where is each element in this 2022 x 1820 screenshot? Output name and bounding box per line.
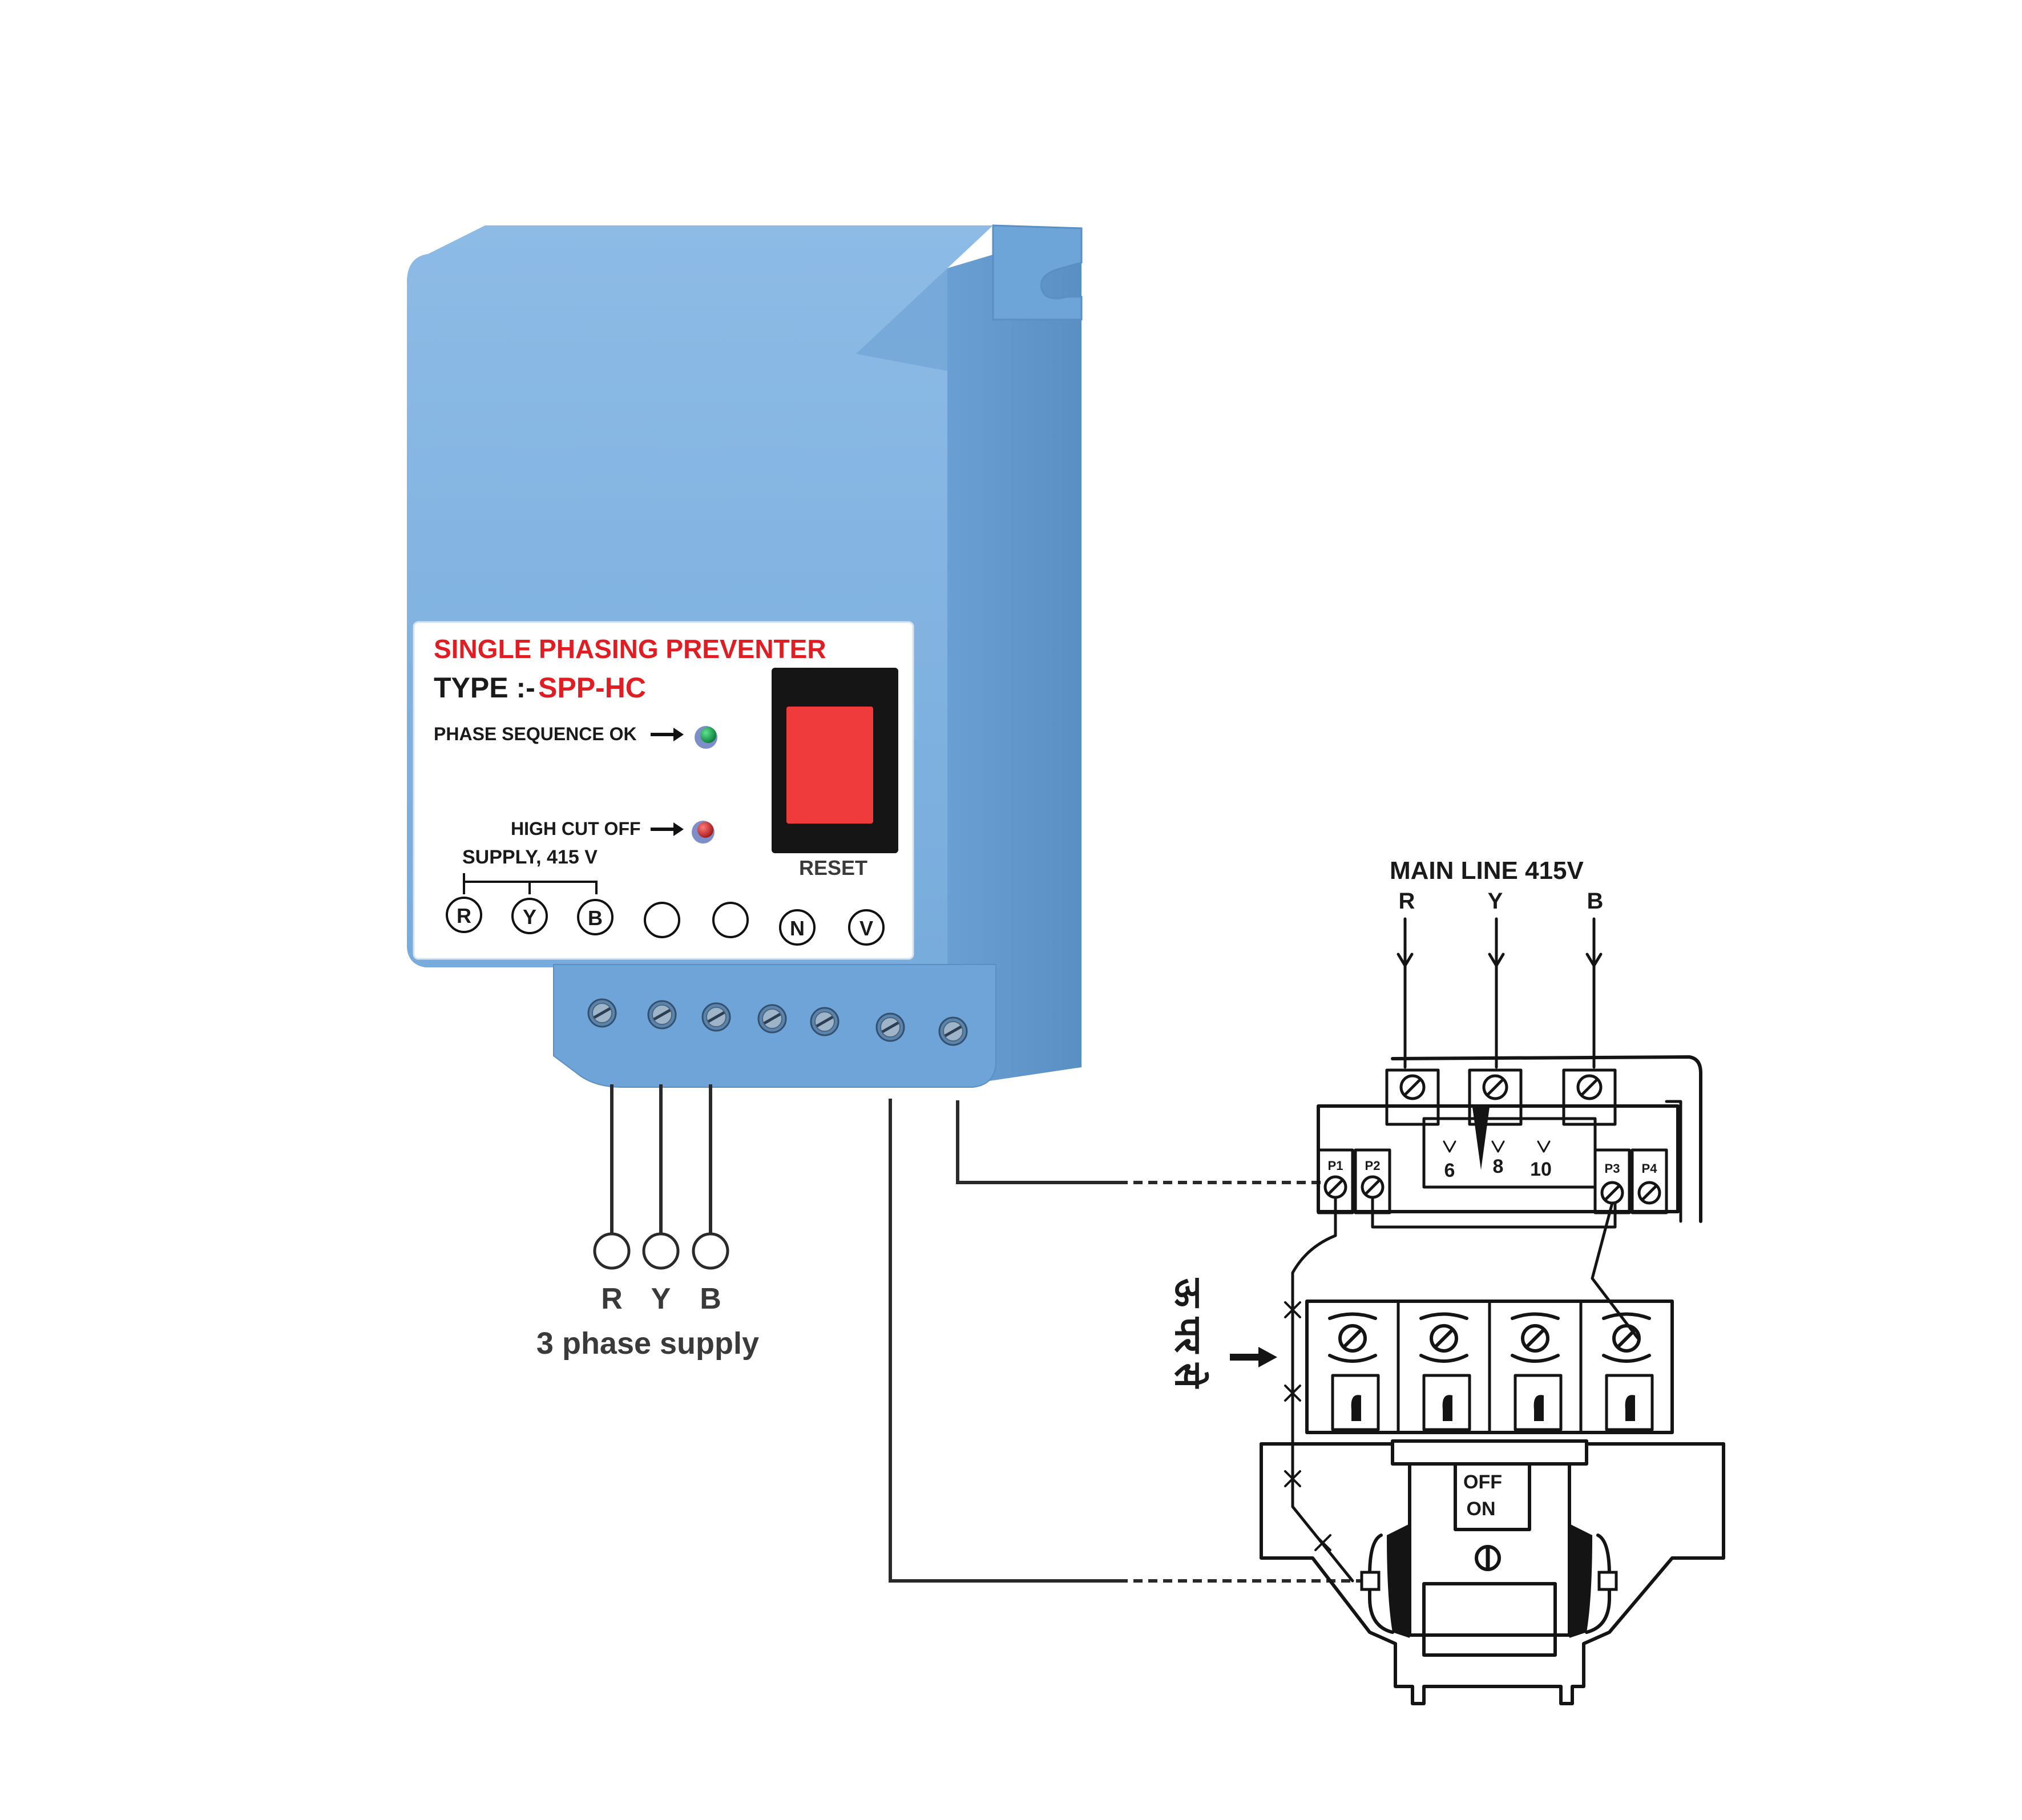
side-note: ऊ पर से xyxy=(1168,1278,1209,1389)
main-line-phase-y: Y xyxy=(1488,889,1503,914)
screw-icon xyxy=(877,1014,904,1041)
terminal-label-blank-1 xyxy=(644,902,680,938)
led-phase-ok-lens xyxy=(700,727,716,743)
high-cut-off-label: HIGH CUT OFF xyxy=(511,818,641,839)
screw-icon xyxy=(648,1001,676,1028)
relay-port-p3: P3 xyxy=(1605,1161,1620,1176)
relay-port-p1: P1 xyxy=(1328,1159,1343,1173)
terminal-label-b: B xyxy=(588,906,603,930)
screw-icon xyxy=(939,1018,967,1045)
terminal-label-y: Y xyxy=(523,905,536,929)
scale-mark-8: 8 xyxy=(1493,1156,1504,1177)
supply-wiring: R Y B 3 phase supply xyxy=(536,1084,759,1361)
relay-port-p4: P4 xyxy=(1642,1161,1658,1176)
supply-terminal-y xyxy=(642,1232,680,1270)
control-wiring xyxy=(889,1099,1364,1583)
switch-off-label: OFF xyxy=(1463,1471,1502,1493)
switch-on-label: ON xyxy=(1467,1498,1496,1520)
main-line-phase-b: B xyxy=(1587,889,1604,914)
supply-label-r: R xyxy=(601,1282,623,1315)
arrow-right-icon xyxy=(651,728,684,741)
screw-icon xyxy=(758,1005,786,1032)
supply-caption: 3 phase supply xyxy=(536,1326,759,1361)
screw-icon xyxy=(811,1008,838,1035)
device-type-prefix: TYPE :- xyxy=(434,672,535,704)
supply-label: SUPPLY, 415 V xyxy=(462,846,598,868)
device-upper-step xyxy=(856,268,947,371)
phase-sequence-label: PHASE SEQUENCE OK xyxy=(434,724,637,744)
starter-diagram: MAIN LINE 415V R Y B xyxy=(1168,857,1725,1705)
reset-button[interactable] xyxy=(786,707,873,824)
scale-mark-6: 6 xyxy=(1444,1160,1455,1181)
terminal-label-blank-2 xyxy=(712,902,749,938)
main-line-label: MAIN LINE 415V xyxy=(1390,857,1584,885)
screw-icon xyxy=(703,1003,730,1031)
terminal-labels: R Y B N V xyxy=(446,897,885,946)
power-symbol-icon xyxy=(1475,1545,1501,1571)
main-line-phase-r: R xyxy=(1399,889,1415,914)
terminal-label-v: V xyxy=(859,917,873,940)
relay-port-p2: P2 xyxy=(1365,1159,1381,1173)
device-side-face xyxy=(947,228,1081,1087)
led-high-cut-lens xyxy=(697,822,713,838)
terminal-label-r: R xyxy=(457,904,471,927)
scale-mark-10: 10 xyxy=(1530,1159,1552,1180)
supply-label-y: Y xyxy=(651,1282,671,1315)
device-type-model: SPP-HC xyxy=(538,672,646,704)
arrow-right-icon xyxy=(1230,1347,1277,1367)
supply-terminal-r xyxy=(593,1232,631,1270)
device-mount-clip xyxy=(992,224,1083,321)
device-title: SINGLE PHASING PREVENTER xyxy=(434,634,826,664)
terminal-label-n: N xyxy=(790,917,805,940)
supply-terminal-b xyxy=(692,1232,729,1270)
arrow-right-icon xyxy=(651,822,684,836)
contactor-screws xyxy=(1328,1312,1651,1363)
supply-label-b: B xyxy=(700,1282,721,1315)
screw-icon xyxy=(588,999,616,1027)
reset-label: RESET xyxy=(799,856,867,879)
supply-bracket xyxy=(463,873,598,894)
on-off-switch[interactable] xyxy=(1454,1462,1531,1531)
spp-device: SINGLE PHASING PREVENTER TYPE :- SPP-HC … xyxy=(407,224,1083,1088)
